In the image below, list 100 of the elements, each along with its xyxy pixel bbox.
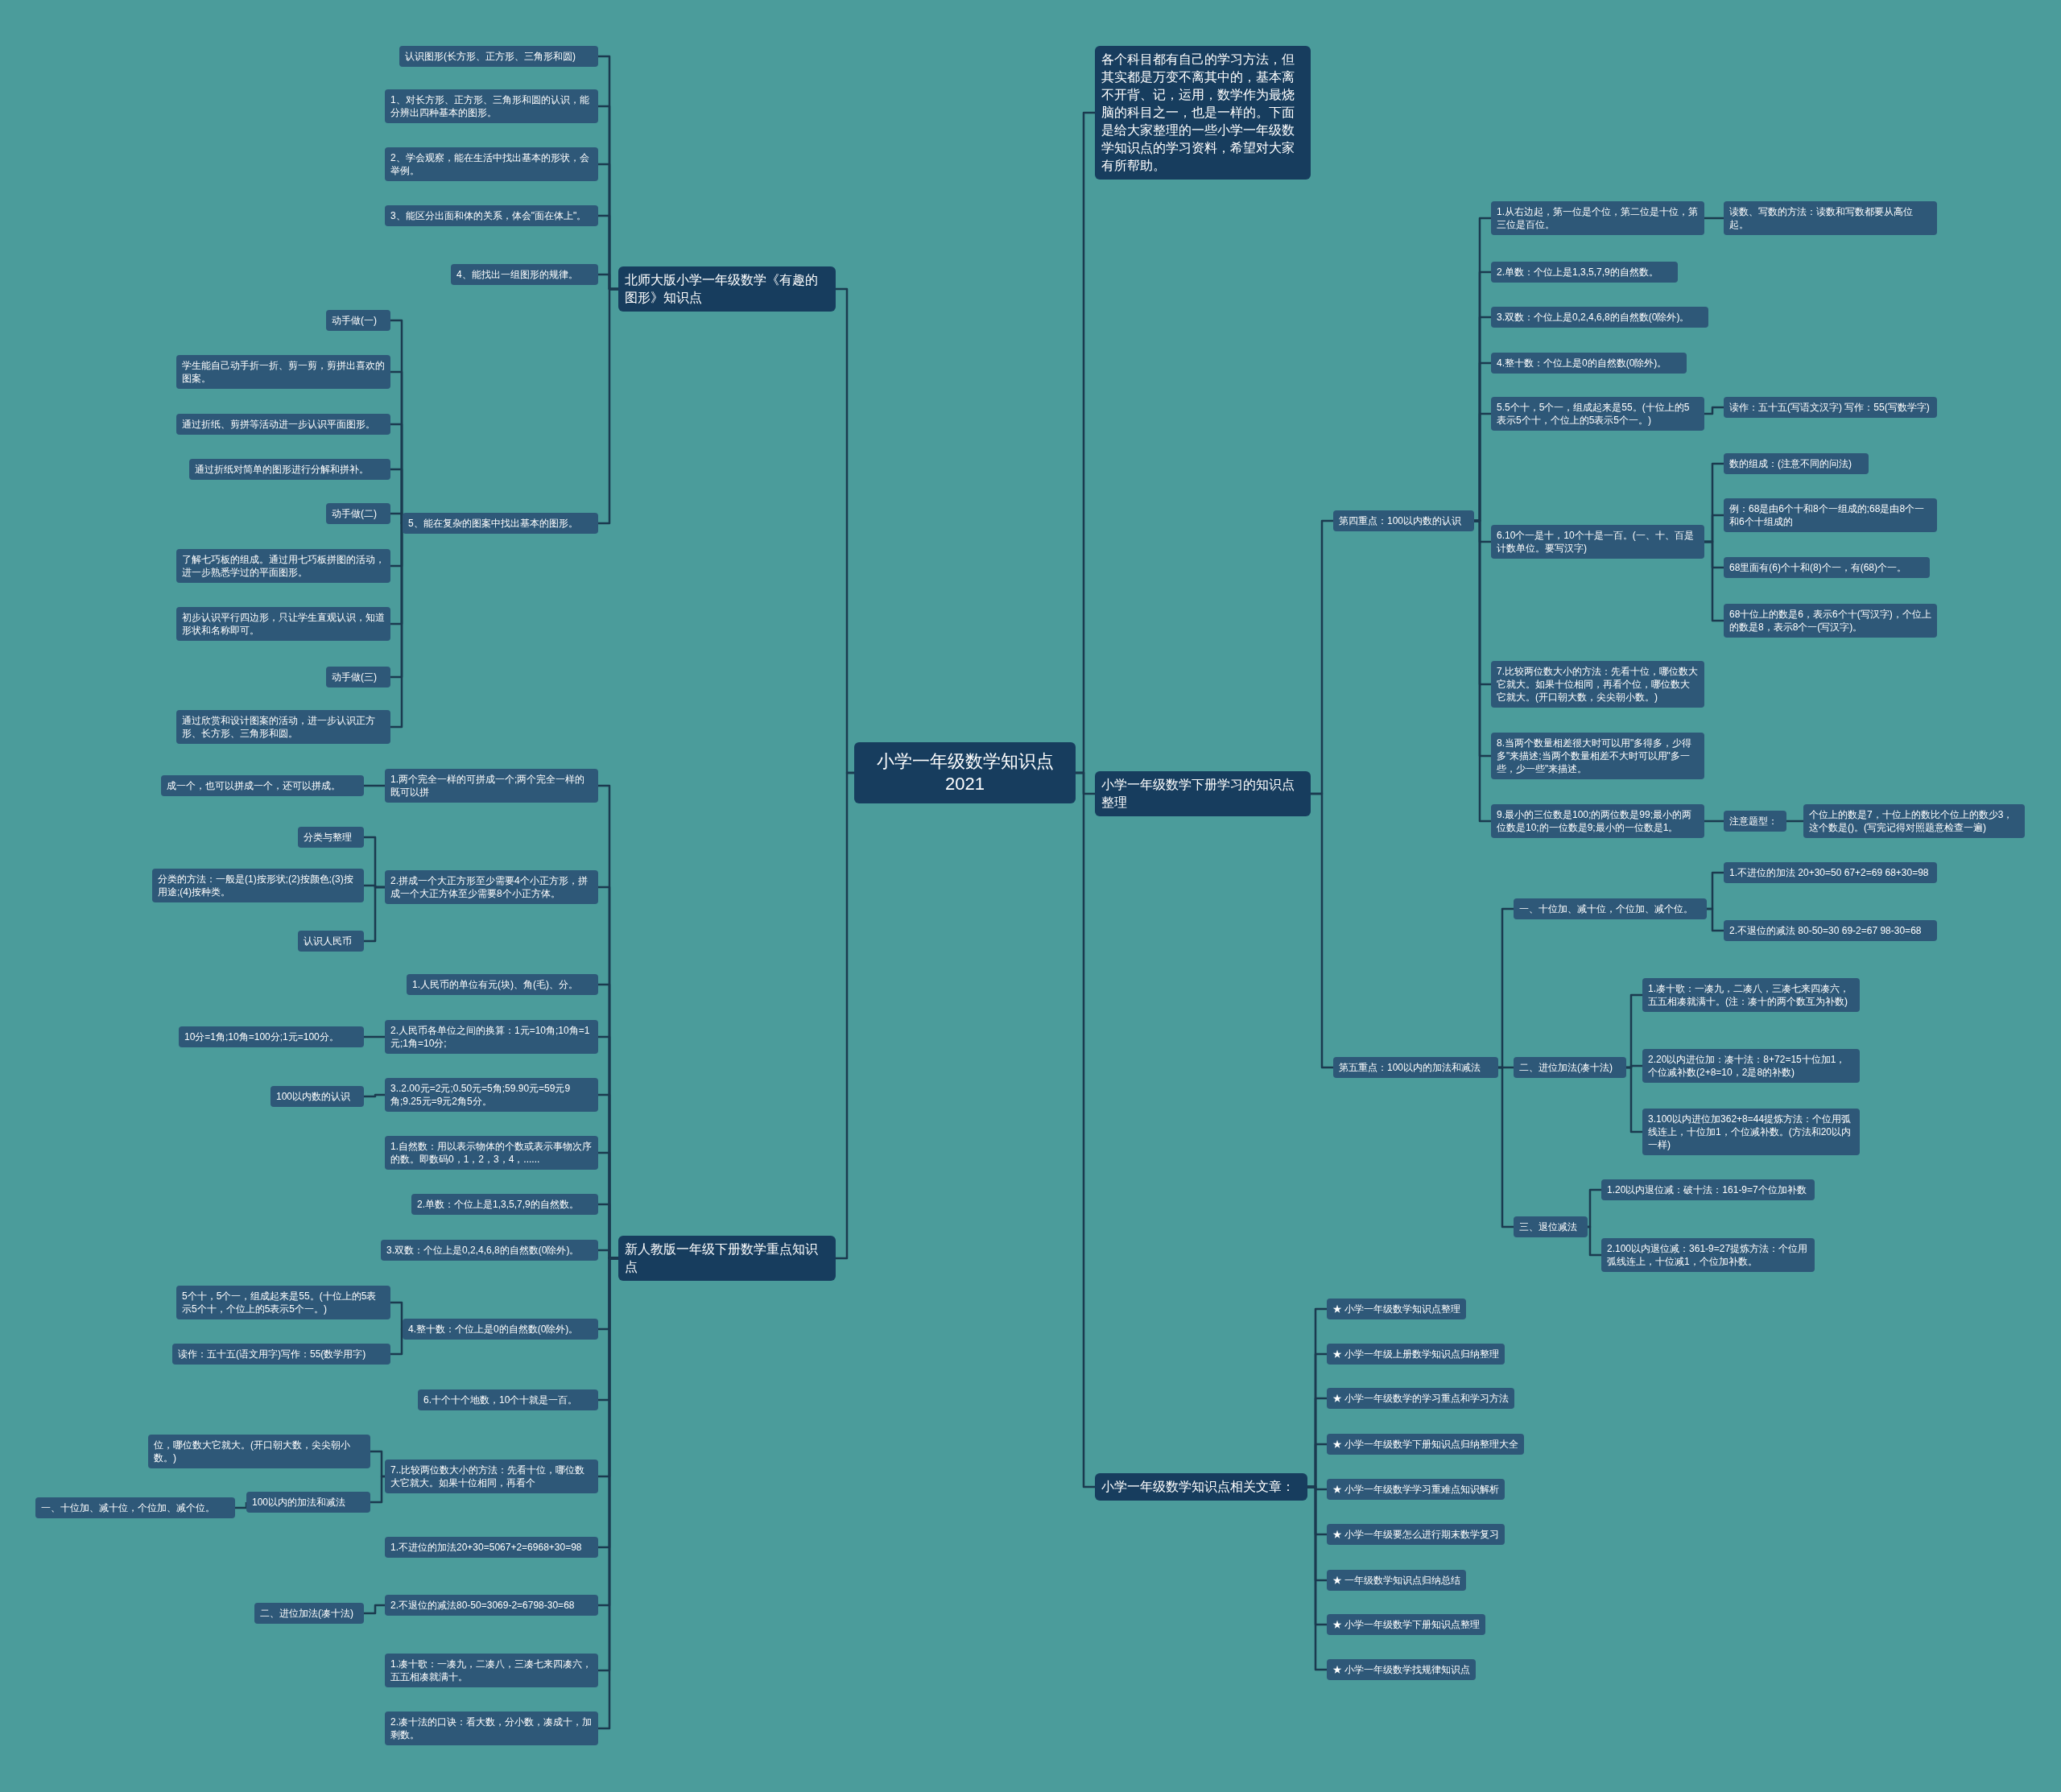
branch-topic: 北师大版小学一年级数学《有趣的图形》知识点 [618, 266, 836, 312]
topic-box: 6.10个一是十，10个十是一百。(一、十、百是计数单位。要写汉字) [1491, 525, 1704, 559]
topic-box: 3、能区分出面和体的关系，体会"面在体上"。 [385, 205, 598, 226]
topic-box: 4.整十数：个位上是0的自然数(0除外)。 [1491, 353, 1687, 374]
topic-box: 4、能找出一组图形的规律。 [451, 264, 598, 285]
topic-box: 8.当两个数量相差很大时可以用"多得多，少得多"来描述;当两个数量相差不大时可以用"多一些，少一些"来描述。 [1491, 733, 1704, 779]
topic-box: 通过折纸对简单的图形进行分解和拼补。 [189, 459, 390, 480]
topic-box: 4.整十数：个位上是0的自然数(0除外)。 [403, 1319, 598, 1340]
topic-box: 分类的方法：一般是(1)按形状;(2)按颜色;(3)按用途;(4)按种类。 [152, 869, 364, 902]
topic-box: 读作：五十五(写语文汉字) 写作：55(写数学字) [1724, 397, 1937, 418]
topic-box: ★ 小学一年级数学下册知识点归纳整理大全 [1327, 1434, 1525, 1455]
connector-line [235, 1501, 248, 1509]
topic-box: 读数、写数的方法：读数和写数都要从高位起。 [1724, 201, 1937, 235]
topic-box: 1.两个完全一样的可拼成一个;两个完全一样的既可以拼 [385, 769, 598, 803]
topic-box: 了解七巧板的组成。通过用七巧板拼图的活动，进一步熟悉学过的平面图形。 [176, 549, 390, 583]
topic-box: 2.人民币各单位之间的换算：1元=10角;10角=1元;1角=10分; [385, 1020, 598, 1054]
topic-box: 7.比较两位数大小的方法：先看十位，哪位数大它就大。如果十位相同，再看个位，哪位数大它就大。(开口朝大数，尖尖朝小数。) [1491, 661, 1704, 708]
topic-box: 位，哪位数大它就大。(开口朝大数，尖尖朝小数。) [148, 1435, 370, 1468]
topic-box: 2.不退位的减法 80-50=30 69-2=67 98-30=68 [1724, 920, 1937, 941]
connector-line [1704, 406, 1724, 415]
topic-box: 注意题型： [1724, 811, 1786, 832]
topic-box: 68里面有(6)个十和(8)个一，有(68)个一。 [1724, 557, 1930, 578]
connector-line [1707, 907, 1724, 932]
topic-box: 68十位上的数是6，表示6个十(写汉字)，个位上的数是8，表示8个一(写汉字)。 [1724, 604, 1937, 638]
topic-box: ★ 小学一年级数学找规律知识点 [1327, 1659, 1477, 1680]
connector-line [598, 287, 618, 525]
topic-box: 10分=1角;10角=100分;1元=100分。 [179, 1026, 364, 1047]
topic-box: 第五重点：100以内的加法和减法 [1333, 1057, 1498, 1078]
connector-line [390, 1301, 404, 1331]
topic-box: 1.不进位的加法20+30=5067+2=6968+30=98 [385, 1537, 598, 1558]
branch-topic: 新人教版一年级下册数学重点知识点 [618, 1236, 836, 1281]
topic-box: 5.5个十，5个一，组成起来是55。(十位上的5表示5个十，个位上的5表示5个一。) [1491, 397, 1704, 431]
connector-line [1307, 1485, 1327, 1671]
connector-line [1076, 771, 1095, 1489]
topic-box: 2.拼成一个大正方形至少需要4个小正方形，拼成一个大正方体至少需要8个小正方体。 [385, 870, 598, 904]
topic-box: 分类与整理 [298, 827, 364, 848]
intro-text-box: 各个科目都有自己的学习方法，但其实都是万变不离其中的，基本离不开背、记，运用，数学作为最烧脑的科目之一，也是一样的。下面是给大家整理的一些小学一年级数学知识点的学习资料，希望对大家有所帮助。 [1095, 46, 1311, 180]
topic-box: 3.100以内进位加362+8=44提炼方法：个位用弧线连上，十位加1，个位减补数。(方法和20以内一样) [1642, 1109, 1860, 1155]
topic-box: 2.凑十法的口诀：看大数，分小数，凑成十，加剩数。 [385, 1711, 598, 1745]
topic-box: ★ 一年级数学知识点归纳总结 [1327, 1570, 1467, 1591]
topic-box: ★ 小学一年级数学下册知识点整理 [1327, 1614, 1486, 1635]
connector-line [364, 1604, 385, 1615]
connector-line [1704, 217, 1724, 220]
topic-box: ★ 小学一年级数学知识点整理 [1327, 1299, 1467, 1319]
connector-line [364, 784, 385, 787]
topic-box: 100以内数的认识 [271, 1086, 364, 1107]
topic-box: 例：68是由6个十和8个一组成的;68是由8个一和6个十组成的 [1724, 498, 1937, 532]
topic-box: 数的组成：(注意不同的问法) [1724, 453, 1869, 474]
topic-box: 通过折纸、剪拼等活动进一步认识平面图形。 [176, 414, 390, 435]
topic-box: 动手做(二) [326, 503, 390, 524]
topic-box: 读作：五十五(语文用字)写作：55(数学用字) [172, 1344, 390, 1365]
topic-box: 5个十，5个一，组成起来是55。(十位上的5表示5个十，个位上的5表示5个一。) [176, 1286, 390, 1319]
topic-box: 成一个，也可以拼成一个，还可以拼成。 [161, 775, 364, 796]
topic-box: 三、退位减法 [1514, 1216, 1588, 1237]
topic-box: 一、十位加、减十位，个位加、减个位。 [35, 1497, 235, 1518]
connector-line [370, 1475, 385, 1504]
topic-box: 2.不退位的减法80-50=3069-2=6798-30=68 [385, 1595, 598, 1616]
topic-box: 1.自然数：用以表示物体的个数或表示事物次序的数。即数码0，1，2，3，4，...... [385, 1136, 598, 1170]
topic-box: 9.最小的三位数是100;的两位数是99;最小的两位数是10;的一位数是9;最小的一位数是1。 [1491, 804, 1704, 838]
topic-box: 1.20以内退位减：破十法：161-9=7个位加补数 [1601, 1179, 1815, 1200]
topic-box: 1.凑十歌：一凑九，二凑八，三凑七来四凑六，五五相凑就满十。(注：凑十的两个数互为补数) [1642, 978, 1860, 1012]
topic-box: 1.人民币的单位有元(块)、角(毛)、分。 [407, 974, 598, 995]
topic-box: 1.从右边起，第一位是个位，第二位是十位，第三位是百位。 [1491, 201, 1704, 235]
topic-box: 一、十位加、减十位，个位加、减个位。 [1514, 898, 1707, 919]
topic-box: 2.100以内退位减：361-9=27提炼方法：个位用弧线连上，十位减1，个位加补数。 [1601, 1238, 1815, 1272]
connector-line [1704, 820, 1724, 823]
topic-box: 7..比较两位数大小的方法：先看十位，哪位数大它就大。如果十位相同，再看个 [385, 1460, 598, 1493]
branch-topic: 小学一年级数学知识点相关文章： [1095, 1473, 1307, 1501]
connector-line [364, 1093, 385, 1098]
central-topic: 小学一年级数学知识点2021 [854, 742, 1076, 803]
topic-box: 1.凑十歌：一凑九，二凑八，三凑七来四凑六，五五相凑就满十。 [385, 1654, 598, 1687]
topic-box: 2.单数：个位上是1,3,5,7,9的自然数。 [411, 1194, 598, 1215]
branch-topic: 小学一年级数学下册学习的知识点整理 [1095, 771, 1311, 816]
topic-box: ★ 小学一年级数学学习重难点知识解析 [1327, 1479, 1505, 1500]
topic-box: 5、能在复杂的图案中找出基本的图形。 [403, 513, 598, 534]
connector-line [364, 886, 385, 943]
topic-box: 3..2.00元=2元;0.50元=5角;59.90元=59元9角;9.25元=9元2角5分。 [385, 1078, 598, 1112]
connector-line [390, 1327, 404, 1356]
topic-box: 动手做(一) [326, 310, 390, 331]
connector-line [836, 771, 854, 1260]
topic-box: ★ 小学一年级要怎么进行期末数学复习 [1327, 1524, 1505, 1545]
topic-box: 学生能自己动手折一折、剪一剪，剪拼出喜欢的图案。 [176, 355, 390, 389]
connector-line [1786, 820, 1803, 823]
topic-box: 3.双数：个位上是0,2,4,6,8的自然数(0除外)。 [1491, 307, 1708, 328]
topic-box: 1.不进位的加法 20+30=50 67+2=69 68+30=98 [1724, 862, 1937, 883]
topic-box: 初步认识平行四边形，只让学生直观认识，知道形状和名称即可。 [176, 607, 390, 641]
topic-box: 3.双数：个位上是0,2,4,6,8的自然数(0除外)。 [381, 1240, 598, 1261]
topic-box: 个位上的数是7，十位上的数比个位上的数少3，这个数是()。(写完记得对照题意检查一遍) [1803, 804, 2025, 838]
topic-box: 认识图形(长方形、正方形、三角形和圆) [399, 46, 598, 67]
topic-box: 2.20以内进位加：凑十法：8+72=15十位加1，个位减补数(2+8=10，2是8的补数) [1642, 1049, 1860, 1083]
connector-line [1498, 1066, 1514, 1228]
topic-box: ★ 小学一年级上册数学知识点归纳整理 [1327, 1344, 1505, 1365]
connector-line [364, 1035, 385, 1038]
connector-line [390, 522, 404, 729]
topic-box: 2.单数：个位上是1,3,5,7,9的自然数。 [1491, 262, 1678, 283]
connector-line [1311, 792, 1333, 1069]
connector-line [1626, 1066, 1642, 1133]
topic-box: 二、进位加法(凑十法) [1514, 1057, 1626, 1078]
topic-box: 认识人民币 [298, 931, 364, 952]
connector-line [1704, 540, 1724, 622]
